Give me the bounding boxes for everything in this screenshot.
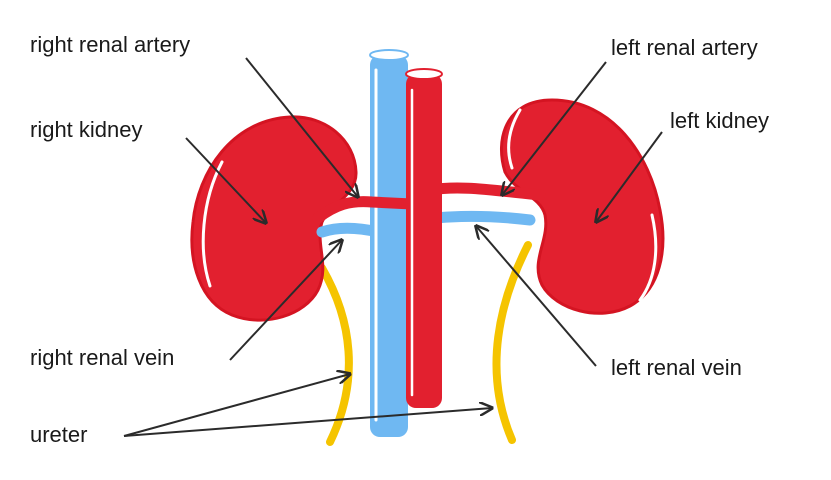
label-right-renal-artery: right renal artery [30,32,191,57]
arrow-left-renal-artery [502,61,607,195]
aorta-top [405,68,443,80]
label-left-renal-vein: left renal vein [611,355,742,380]
arrow-right-kidney [185,137,266,223]
label-right-renal-vein: right renal vein [30,345,175,370]
left-kidney-highlight [507,108,522,170]
aorta [406,74,442,408]
arrow-ureter-left [123,408,492,437]
label-left-kidney: left kidney [670,108,770,133]
right-ureter [318,264,353,446]
label-right-kidney: right kidney [30,117,143,142]
left-renal-artery-shape [424,182,546,201]
arrow-left-renal-vein [476,226,597,367]
right-renal-vein-shape [316,222,384,238]
left-kidney [500,98,665,315]
arrow-right-renal-vein [229,240,342,361]
arrow-right-renal-artery [245,57,358,197]
right-renal-artery-shape [312,196,418,224]
label-left-renal-artery: left renal artery [611,35,758,60]
right-kidney-highlight [201,160,224,288]
vena-cava [370,55,408,437]
arrow-left-kidney [596,131,663,222]
left-ureter [492,241,532,444]
vena-cava-top [369,49,409,61]
left-kidney-highlight-lower [638,213,658,302]
label-ureter: ureter [30,422,88,447]
arrow-ureter-right [123,374,350,437]
